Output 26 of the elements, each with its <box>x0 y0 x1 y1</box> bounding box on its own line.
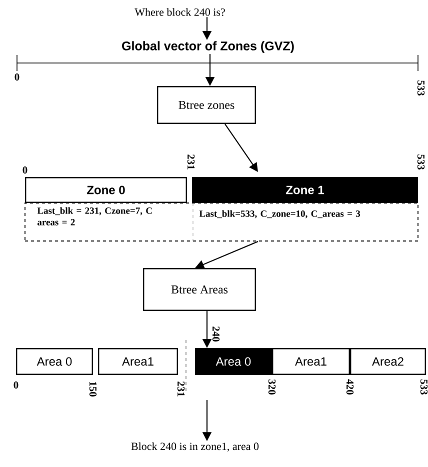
area-bar: Area2 <box>350 348 426 375</box>
process-box: Btree zones <box>157 86 256 124</box>
name-question: Where block 240 is? <box>134 8 225 16</box>
zone-bar: Zone 1 <box>192 177 418 203</box>
tick-label: 533 <box>417 154 425 170</box>
tick-label: 533 <box>420 380 428 395</box>
tick-label: 231 <box>187 154 195 170</box>
arrow <box>224 124 258 172</box>
tick-label: 240 <box>212 326 220 342</box>
tick-label: 150 <box>89 382 97 396</box>
area-bar: Area1 <box>272 348 350 375</box>
area-bar: Area1 <box>98 348 178 375</box>
result-text: Block 240 is in zone1, area 0 <box>131 442 259 452</box>
area-bar: Area 0 <box>16 348 93 375</box>
tick-label: 533 <box>417 80 425 96</box>
zone-bar: Zone 0 <box>25 177 187 203</box>
heading: Global vector of Zones (GVZ) <box>122 41 294 53</box>
tick-label: 420 <box>346 379 354 394</box>
process-box: Btree Areas <box>143 268 256 311</box>
info-box: Last_blk = 231, Czone=7, C areas = 2 Last_blk=533, C_zone=10, C_areas = 3 <box>24 202 418 242</box>
tick-label: 320 <box>268 380 276 394</box>
tick-label: 0 <box>14 73 20 81</box>
area-bar: Area 0 <box>195 348 272 375</box>
tick-label: 231 <box>177 382 185 396</box>
tick-label: 0 <box>22 166 28 174</box>
tick-label: 0 <box>14 381 18 389</box>
